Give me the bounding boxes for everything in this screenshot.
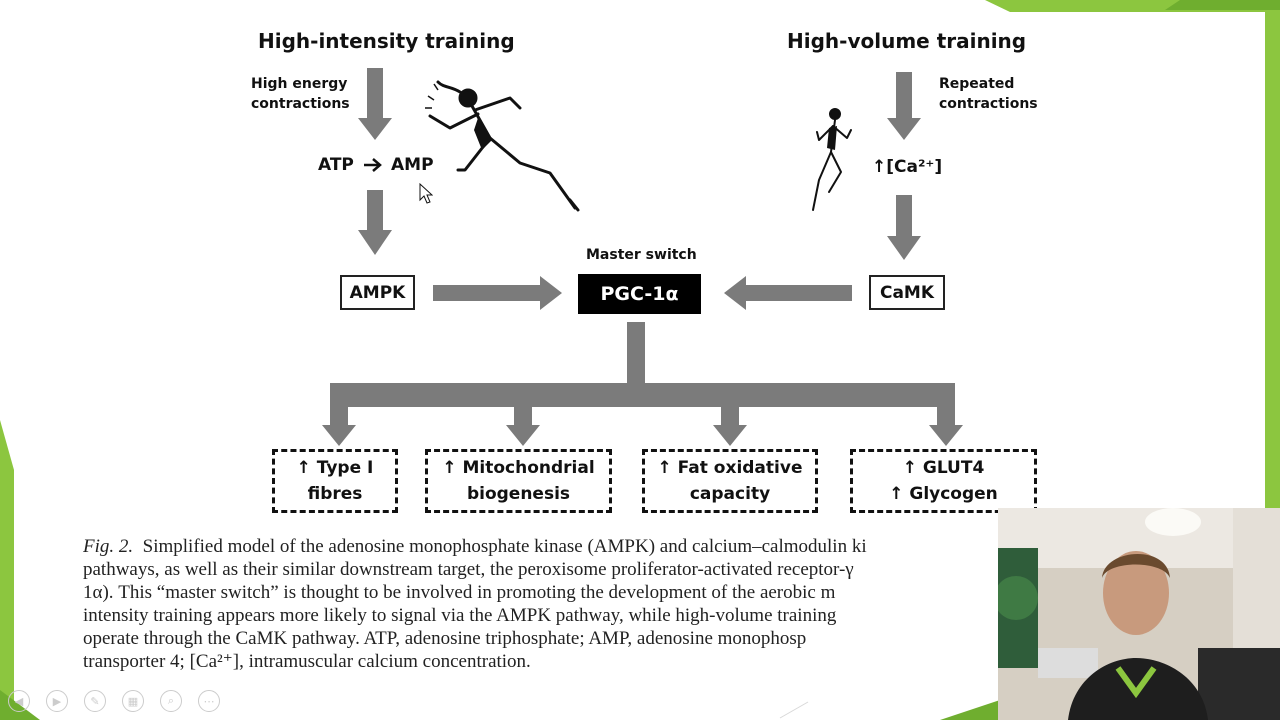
outcome-glut4-glycogen: ↑ GLUT4 ↑ Glycogen	[850, 449, 1037, 513]
atp-label: ATP	[318, 155, 354, 175]
outcome-type-i-fibres: ↑ Type I fibres	[272, 449, 398, 513]
sprinter-figure-icon	[425, 80, 580, 212]
caption-line: Fig. 2. Simplified model of the adenosin…	[83, 535, 998, 558]
more-options-icon[interactable]: ⋯	[198, 690, 220, 712]
left-note: High energy contractions	[251, 74, 350, 114]
zoom-icon[interactable]: ⌕	[160, 690, 182, 712]
right-arrow-ampk	[433, 276, 562, 310]
caption-line: 1α). This “master switch” is thought to …	[83, 582, 836, 603]
calcium-label: ↑[Ca²⁺]	[872, 157, 943, 177]
pgc-1alpha-box: PGC-1α	[578, 274, 701, 314]
next-slide-icon[interactable]: ▶	[46, 690, 68, 712]
outcome-line: ↑ Glycogen	[889, 484, 998, 504]
outcome-line: biogenesis	[466, 484, 571, 504]
mouse-cursor-icon	[419, 183, 433, 204]
down-arrow-right-1	[887, 72, 921, 140]
caption-line: transporter 4; [Ca²⁺], intramuscular cal…	[83, 651, 531, 672]
caption-line: intensity training appears more likely t…	[83, 605, 837, 626]
pen-icon[interactable]: ✎	[84, 690, 106, 712]
outcome-fat-oxidative-capacity: ↑ Fat oxidative capacity	[642, 449, 818, 513]
previous-slide-icon[interactable]: ◀	[8, 690, 30, 712]
slides-grid-icon[interactable]: ▦	[122, 690, 144, 712]
right-note-line: contractions	[939, 96, 1038, 112]
slideshow-toolbar: ◀ ▶ ✎ ▦ ⌕ ⋯	[8, 690, 220, 712]
down-arrow-left-1	[358, 68, 392, 140]
left-note-line: High energy	[251, 76, 348, 92]
down-arrow-right-2	[887, 195, 921, 260]
outcome-line: capacity	[689, 484, 771, 504]
right-note: Repeated contractions	[939, 74, 1038, 114]
branch-arrow-3	[713, 407, 747, 446]
outcome-line: ↑ GLUT4	[902, 458, 985, 478]
master-switch-label: Master switch	[586, 247, 697, 263]
atp-amp-arrow-icon	[364, 158, 382, 172]
figure-caption: Fig. 2. Simplified model of the adenosin…	[83, 535, 998, 673]
outcome-line: fibres	[307, 484, 363, 504]
left-note-line: contractions	[251, 96, 350, 112]
outcome-line: ↑ Type I	[296, 458, 374, 478]
right-title: High-volume training	[787, 29, 1027, 53]
left-arrow-camk	[724, 276, 852, 310]
left-title: High-intensity training	[258, 29, 515, 53]
caption-line: pathways, as well as their similar downs…	[83, 559, 854, 580]
caption-line: operate through the CaMK pathway. ATP, a…	[83, 628, 807, 649]
branch-arrow-1	[322, 407, 356, 446]
figure-label: Fig. 2.	[83, 536, 134, 557]
trunk	[627, 322, 645, 384]
webcam-overlay	[998, 508, 1280, 720]
jogger-figure-icon	[812, 108, 852, 211]
outcome-mitochondrial-biogenesis: ↑ Mitochondrial biogenesis	[425, 449, 612, 513]
camk-box: CaMK	[869, 275, 945, 310]
outcome-line: ↑ Fat oxidative	[657, 458, 803, 478]
branch-arrow-2	[506, 407, 540, 446]
ampk-box: AMPK	[340, 275, 415, 310]
amp-label: AMP	[391, 155, 434, 175]
right-note-line: Repeated	[939, 76, 1015, 92]
outcome-line: ↑ Mitochondrial	[442, 458, 595, 478]
down-arrow-left-2	[358, 190, 392, 255]
caption-text: Simplified model of the adenosine monoph…	[142, 536, 867, 557]
webcam-video-frame	[998, 508, 1280, 720]
branch-arrow-4	[929, 407, 963, 446]
distribution-bar	[330, 383, 955, 407]
